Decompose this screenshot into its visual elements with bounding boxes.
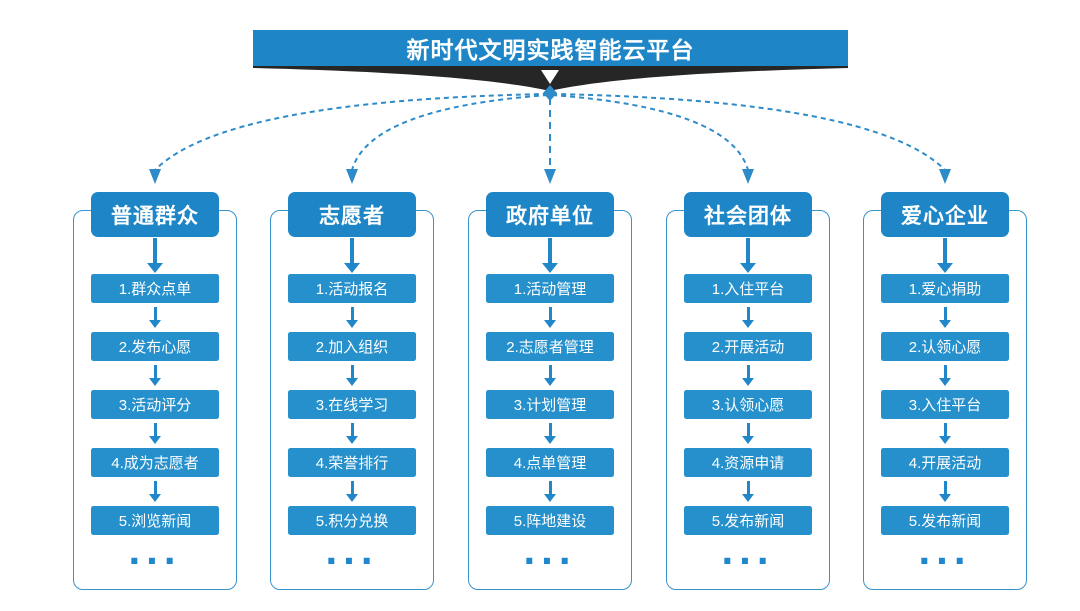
- dashed-connector-5: [551, 93, 946, 171]
- more-steps-indicator: ...: [128, 537, 182, 567]
- down-arrow-icon: [346, 419, 358, 448]
- platform-title-banner: 新时代文明实践智能云平台: [253, 30, 848, 66]
- down-arrow-icon: [740, 237, 756, 274]
- connector-arrowhead-4: [742, 169, 754, 184]
- down-arrow-icon: [937, 237, 953, 274]
- dashed-connector-1: [154, 93, 549, 171]
- role-column: 普通群众 1.群众点单 2.发布心愿 3.活动评分 4.成为志愿者 5.浏览新闻 ...: [73, 192, 237, 590]
- down-arrow-icon: [544, 477, 556, 506]
- funnel-down-arrow-icon: [541, 70, 559, 84]
- more-steps-indicator: ...: [721, 537, 775, 567]
- role-column: 爱心企业 1.爱心捐助 2.认领心愿 3.入住平台 4.开展活动 5.发布新闻 ...: [863, 192, 1027, 590]
- down-arrow-icon: [939, 419, 951, 448]
- down-arrow-icon: [149, 419, 161, 448]
- flow-step: 1.群众点单: [91, 274, 219, 303]
- flow-step: 3.在线学习: [288, 390, 416, 419]
- flow-step: 5.积分兑换: [288, 506, 416, 535]
- flow-step: 3.活动评分: [91, 390, 219, 419]
- down-arrow-icon: [939, 477, 951, 506]
- down-arrow-icon: [742, 361, 754, 390]
- flow-step: 3.入住平台: [881, 390, 1009, 419]
- flow-step: 4.开展活动: [881, 448, 1009, 477]
- connector-origin-diamond: [543, 85, 557, 101]
- role-column: 政府单位 1.活动管理 2.志愿者管理 3.计划管理 4.点单管理 5.阵地建设 ...: [468, 192, 632, 590]
- role-column: 志愿者 1.活动报名 2.加入组织 3.在线学习 4.荣誉排行 5.积分兑换 ...: [270, 192, 434, 590]
- connector-arrowhead-1: [149, 169, 161, 184]
- down-arrow-icon: [544, 303, 556, 332]
- down-arrow-icon: [939, 361, 951, 390]
- role-header: 普通群众: [91, 192, 219, 237]
- more-steps-indicator: ...: [325, 537, 379, 567]
- down-arrow-icon: [742, 419, 754, 448]
- role-header: 爱心企业: [881, 192, 1009, 237]
- connector-arrowhead-5: [939, 169, 951, 184]
- down-arrow-icon: [147, 237, 163, 274]
- flow-steps: 1.活动报名 2.加入组织 3.在线学习 4.荣誉排行 5.积分兑换: [288, 274, 416, 535]
- flow-step: 5.阵地建设: [486, 506, 614, 535]
- down-arrow-icon: [742, 477, 754, 506]
- role-header: 志愿者: [288, 192, 416, 237]
- down-arrow-icon: [742, 303, 754, 332]
- down-arrow-icon: [346, 477, 358, 506]
- dashed-connector-2: [351, 94, 549, 171]
- flow-step: 2.加入组织: [288, 332, 416, 361]
- flow-step: 1.活动管理: [486, 274, 614, 303]
- flow-step: 1.入住平台: [684, 274, 812, 303]
- flow-steps: 1.活动管理 2.志愿者管理 3.计划管理 4.点单管理 5.阵地建设: [486, 274, 614, 535]
- role-header: 社会团体: [684, 192, 812, 237]
- flow-step: 4.资源申请: [684, 448, 812, 477]
- down-arrow-icon: [542, 237, 558, 274]
- flow-steps: 1.爱心捐助 2.认领心愿 3.入住平台 4.开展活动 5.发布新闻: [881, 274, 1009, 535]
- flow-step: 4.荣誉排行: [288, 448, 416, 477]
- down-arrow-icon: [544, 361, 556, 390]
- platform-title: 新时代文明实践智能云平台: [406, 37, 695, 63]
- more-steps-indicator: ...: [523, 537, 577, 567]
- down-arrow-icon: [346, 303, 358, 332]
- role-header: 政府单位: [486, 192, 614, 237]
- down-arrow-icon: [344, 237, 360, 274]
- down-arrow-icon: [149, 477, 161, 506]
- flow-step: 5.发布新闻: [684, 506, 812, 535]
- dashed-connector-4: [551, 94, 749, 171]
- more-steps-indicator: ...: [918, 537, 972, 567]
- flow-step: 4.点单管理: [486, 448, 614, 477]
- connector-decoration: [149, 66, 951, 184]
- flow-step: 3.认领心愿: [684, 390, 812, 419]
- flow-steps: 1.入住平台 2.开展活动 3.认领心愿 4.资源申请 5.发布新闻: [684, 274, 812, 535]
- down-arrow-icon: [149, 303, 161, 332]
- down-arrow-icon: [149, 361, 161, 390]
- flow-step: 1.活动报名: [288, 274, 416, 303]
- flow-step: 2.志愿者管理: [486, 332, 614, 361]
- role-column: 社会团体 1.入住平台 2.开展活动 3.认领心愿 4.资源申请 5.发布新闻 ...: [666, 192, 830, 590]
- flow-step: 5.浏览新闻: [91, 506, 219, 535]
- flow-step: 3.计划管理: [486, 390, 614, 419]
- down-arrow-icon: [346, 361, 358, 390]
- flow-step: 5.发布新闻: [881, 506, 1009, 535]
- flow-step: 1.爱心捐助: [881, 274, 1009, 303]
- flow-step: 4.成为志愿者: [91, 448, 219, 477]
- flow-step: 2.认领心愿: [881, 332, 1009, 361]
- down-arrow-icon: [544, 419, 556, 448]
- flow-steps: 1.群众点单 2.发布心愿 3.活动评分 4.成为志愿者 5.浏览新闻: [91, 274, 219, 535]
- flow-step: 2.开展活动: [684, 332, 812, 361]
- connector-arrowhead-3: [544, 169, 556, 184]
- down-arrow-icon: [939, 303, 951, 332]
- flow-step: 2.发布心愿: [91, 332, 219, 361]
- connector-arrowhead-2: [346, 169, 358, 184]
